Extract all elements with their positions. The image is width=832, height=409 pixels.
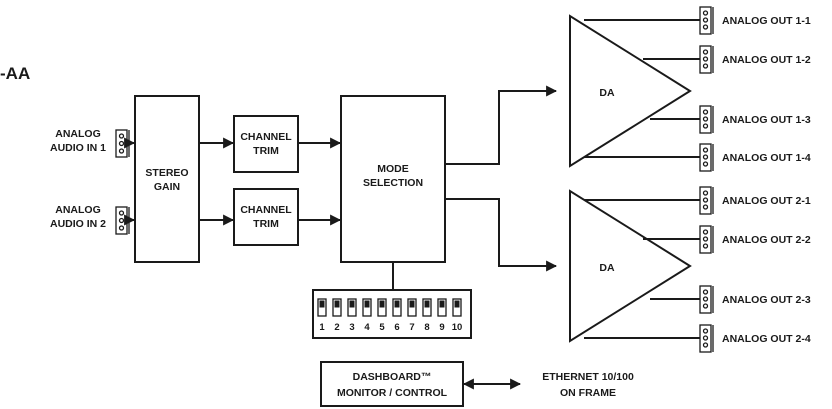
dip-toggle-6 — [392, 298, 402, 317]
ethernet-label-line1: ETHERNET 10/100 — [542, 371, 634, 383]
dip-toggle-5 — [377, 298, 387, 317]
dip-toggle-8 — [422, 298, 432, 317]
dip-toggle-2 — [332, 298, 342, 317]
dip-toggle-1 — [317, 298, 327, 317]
dip-number-2: 2 — [334, 322, 339, 333]
dip-number-9: 9 — [439, 322, 444, 333]
output-4: ANALOG OUT 1-4 — [584, 143, 811, 172]
channel-trim-2-label-line1: CHANNEL — [240, 204, 292, 216]
output-3: ANALOG OUT 1-3 — [650, 105, 811, 134]
da-amplifier-1: DA — [569, 14, 692, 168]
mode-selection-label-line2: SELECTION — [363, 177, 423, 189]
output-8: ANALOG OUT 2-4 — [584, 324, 811, 353]
input-2-label-line2: AUDIO IN 2 — [50, 218, 106, 230]
dip-number-8: 8 — [424, 322, 429, 333]
stereo-gain-label-line2: GAIN — [154, 181, 180, 193]
dip-number-4: 4 — [364, 322, 370, 333]
dip-number-10: 10 — [452, 322, 463, 333]
stereo-gain-block: STEREO GAIN — [134, 95, 200, 263]
dashboard-block: DASHBOARD™ MONITOR / CONTROL — [320, 361, 464, 407]
channel-trim-2-label-line2: TRIM — [253, 218, 279, 230]
input-1: ANALOG AUDIO IN 1 — [50, 128, 136, 158]
terminal-connector-icon — [699, 225, 714, 254]
output-4-label: ANALOG OUT 1-4 — [722, 152, 811, 164]
input-2: ANALOG AUDIO IN 2 — [50, 204, 136, 235]
dip-toggle-10 — [452, 298, 462, 317]
input-1-label-line2: AUDIO IN 1 — [50, 142, 106, 154]
dip-number-6: 6 — [394, 322, 399, 333]
output-1-label: ANALOG OUT 1-1 — [722, 15, 811, 27]
output-6-label: ANALOG OUT 2-2 — [722, 234, 811, 246]
output-8-label: ANALOG OUT 2-4 — [722, 333, 811, 345]
dip-toggle-4 — [362, 298, 372, 317]
terminal-connector-icon — [699, 186, 714, 215]
da-2-label: DA — [599, 262, 615, 274]
dip-switch-toggles — [317, 298, 462, 317]
input-2-label-line1: ANALOG — [55, 204, 101, 216]
stereo-gain-label-line1: STEREO — [145, 167, 188, 179]
dip-toggle-7 — [407, 298, 417, 317]
output-3-label: ANALOG OUT 1-3 — [722, 114, 811, 126]
terminal-connector-icon — [115, 129, 130, 158]
terminal-connector-icon — [699, 45, 714, 74]
mode-to-da-1-arrow — [445, 85, 558, 165]
dip-number-3: 3 — [349, 322, 354, 333]
dip-number-7: 7 — [409, 322, 414, 333]
dashboard-label-line2: MONITOR / CONTROL — [337, 387, 448, 399]
output-1: ANALOG OUT 1-1 — [584, 6, 811, 35]
dashboard-label-line1: DASHBOARD™ — [353, 371, 432, 383]
output-6: ANALOG OUT 2-2 — [643, 225, 811, 254]
terminal-connector-icon — [699, 285, 714, 314]
mode-to-da-2-arrow — [445, 198, 558, 272]
output-2-label: ANALOG OUT 1-2 — [722, 54, 811, 66]
output-7-label: ANALOG OUT 2-3 — [722, 294, 811, 306]
output-2: ANALOG OUT 1-2 — [643, 45, 811, 74]
terminal-connector-icon — [699, 6, 714, 35]
mode-selection-label-line1: MODE — [377, 163, 409, 175]
dip-number-5: 5 — [379, 322, 385, 333]
channel-trim-1-block: CHANNEL TRIM — [233, 115, 299, 173]
terminal-connector-icon — [699, 143, 714, 172]
dip-toggle-9 — [437, 298, 447, 317]
terminal-connector-icon — [115, 206, 130, 235]
mode-selection-block: MODE SELECTION — [340, 95, 446, 263]
output-7: ANALOG OUT 2-3 — [650, 285, 811, 314]
channel-trim-2-block: CHANNEL TRIM — [233, 188, 299, 246]
channel-trim-1-label-line2: TRIM — [253, 145, 279, 157]
ethernet-label-line2: ON FRAME — [560, 387, 616, 399]
input-1-label-line1: ANALOG — [55, 128, 101, 140]
dip-toggle-3 — [347, 298, 357, 317]
channel-trim-1-label-line1: CHANNEL — [240, 131, 292, 143]
da-1-label: DA — [599, 87, 615, 99]
diagram-title: -AA — [0, 64, 30, 83]
terminal-connector-icon — [699, 105, 714, 134]
da-amplifier-2: DA — [569, 189, 692, 343]
output-5-label: ANALOG OUT 2-1 — [722, 195, 811, 207]
terminal-connector-icon — [699, 324, 714, 353]
output-5: ANALOG OUT 2-1 — [584, 186, 811, 215]
dip-number-1: 1 — [319, 322, 325, 333]
